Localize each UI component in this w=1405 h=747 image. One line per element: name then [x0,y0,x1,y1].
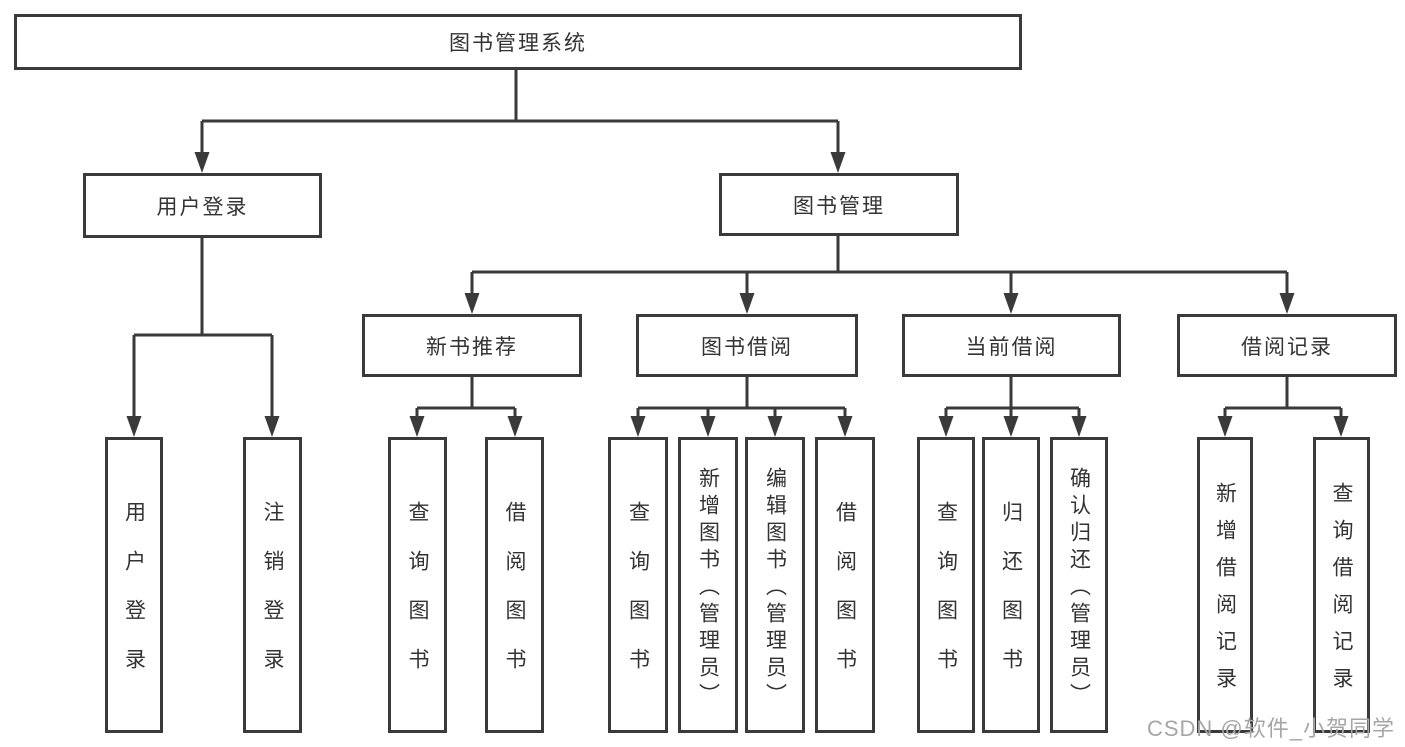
leaf-borrowing-query-books: 查询图书 [608,437,668,733]
leaf-borrowing-borrow-books: 借阅图书 [815,437,875,733]
leaf-logout-login: 注销登录 [243,437,302,733]
node-root-label: 图书管理系统 [449,32,587,55]
leaf-label: 注销登录 [261,501,284,697]
leaf-label: 归还图书 [999,501,1023,697]
node-user-login: 用户登录 [83,173,322,238]
node-book-management-label: 图书管理 [793,194,885,218]
leaf-current-query-books: 查询图书 [917,437,975,733]
leaf-label: 编辑图书（管理员） [763,466,787,710]
leaf-recommend-query-books: 查询图书 [388,437,447,733]
leaf-add-borrow-record: 新增借阅记录 [1197,437,1253,733]
node-new-book-recommend: 新书推荐 [362,314,582,377]
leaf-edit-book-admin: 编辑图书（管理员） [745,437,805,733]
leaf-label: 新增借阅记录 [1213,482,1237,704]
leaf-label: 查询图书 [406,501,429,697]
leaf-confirm-return-admin: 确认归还（管理员） [1050,437,1108,733]
leaf-recommend-borrow-books: 借阅图书 [485,437,544,733]
node-current-borrowing: 当前借阅 [902,314,1121,377]
node-current-borrowing-label: 当前借阅 [965,335,1058,359]
leaf-label: 确认归还（管理员） [1067,466,1091,710]
leaf-label: 借阅图书 [503,501,526,697]
leaf-label: 查询借阅记录 [1330,482,1353,704]
node-new-book-recommend-label: 新书推荐 [426,335,518,359]
leaf-return-books: 归还图书 [982,437,1040,733]
node-user-login-label: 用户登录 [156,195,249,219]
leaf-label: 新增图书（管理员） [696,466,720,710]
leaf-label: 查询图书 [626,501,650,697]
leaf-user-login: 用户登录 [105,437,163,733]
node-book-borrowing-label: 图书借阅 [701,335,793,359]
leaf-label: 查询图书 [934,501,958,697]
leaf-label: 用户登录 [122,501,146,697]
leaf-query-borrow-record: 查询借阅记录 [1313,437,1370,733]
watermark: CSDN @软件_小贺同学 [1146,716,1395,741]
leaf-add-book-admin: 新增图书（管理员） [678,437,738,733]
node-book-management: 图书管理 [719,173,959,236]
node-borrowing-records-label: 借阅记录 [1241,335,1333,359]
node-root: 图书管理系统 [14,14,1022,70]
leaf-label: 借阅图书 [833,501,857,697]
node-book-borrowing: 图书借阅 [636,314,858,377]
node-borrowing-records: 借阅记录 [1177,314,1397,377]
